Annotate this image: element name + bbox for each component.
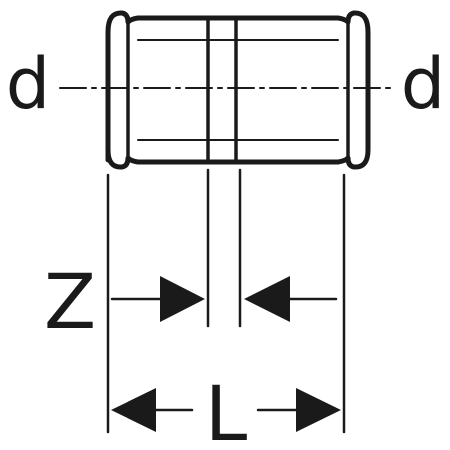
overall-length-label: L: [205, 369, 247, 450]
l-arrow-right: [296, 388, 341, 432]
z-arrow-left: [244, 276, 290, 322]
z-arrow-right: [160, 276, 205, 322]
diameter-label-right: d: [401, 43, 445, 125]
coupling-body-outline: [105, 10, 371, 170]
l-arrow-left: [111, 388, 156, 432]
diameter-label-left: d: [6, 43, 50, 125]
insertion-depth-label: Z: [44, 257, 96, 346]
